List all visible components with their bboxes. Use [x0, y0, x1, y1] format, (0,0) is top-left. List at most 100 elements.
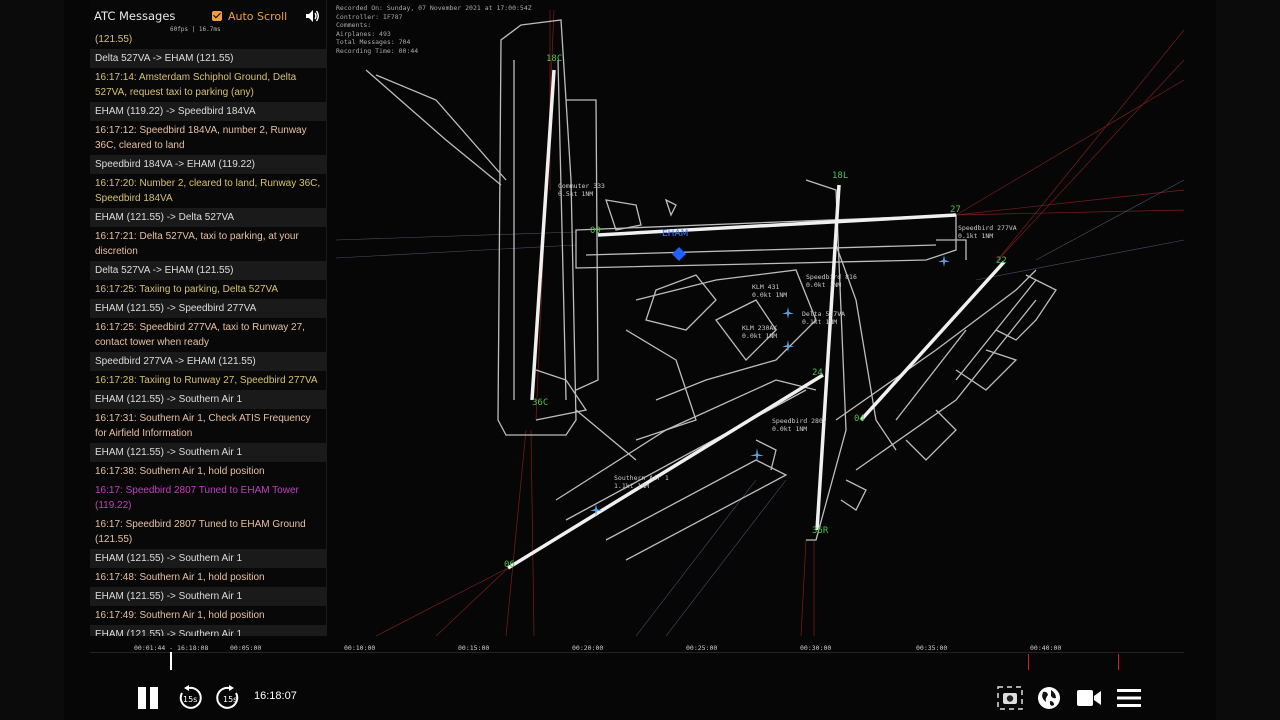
message-text: 16:17:14: Amsterdam Schiphol Ground, Del… — [95, 72, 297, 98]
runway-label-27: 27 — [950, 205, 961, 215]
timeline-tick: 00:15:00 — [458, 644, 490, 652]
runways — [507, 69, 1006, 570]
fps-counter: 60fps | 16.7ms — [170, 26, 221, 33]
airport-marker-icon[interactable] — [672, 247, 686, 261]
pause-icon[interactable] — [136, 686, 162, 710]
runway-label-09: 09 — [590, 226, 601, 236]
message-text: 16:17:31: Southern Air 1, Check ATIS Fre… — [95, 413, 311, 439]
playhead-handle[interactable] — [170, 652, 172, 670]
menu-icon[interactable] — [1116, 688, 1142, 708]
aircraft-label[interactable]: Delta 527VA 0.1kt 1NM — [802, 310, 846, 326]
svg-text:15s: 15s — [223, 695, 237, 704]
message-text: 16:17:25: Taxiing to parking, Delta 527V… — [95, 284, 279, 295]
auto-scroll-label: Auto Scroll — [228, 9, 288, 23]
current-time: 16:18:07 — [254, 690, 297, 702]
message-text: 16:17: Speedbird 2807 Tuned to EHAM Grou… — [95, 519, 306, 545]
message-header: Speedbird 277VA -> EHAM (121.55) — [90, 352, 326, 371]
atc-messages-panel: ATC Messages Auto Scroll 60fps | 16.7ms … — [90, 0, 327, 636]
airplanes-count: Airplanes: 493 — [336, 29, 391, 38]
message-text: 16:17:49: Southern Air 1, hold position — [95, 610, 265, 621]
map-canvas — [336, 9, 1184, 636]
timeline-tick: 00:30:00 — [800, 644, 832, 652]
message-header: EHAM (121.55) -> Southern Air 1 — [90, 549, 326, 568]
message-text: 16:17:21: Delta 527VA, taxi to parking, … — [95, 231, 299, 257]
letterbox-left — [0, 0, 64, 720]
aircraft-label[interactable]: Commuter 333 0.5kt 1NM — [558, 182, 605, 198]
message-header: Delta 527VA -> EHAM (121.55) — [90, 49, 326, 68]
aircraft-icon[interactable] — [938, 255, 950, 267]
message-text: (121.55) — [95, 34, 133, 45]
controller: Controller: IF787 — [336, 12, 403, 21]
aircraft-label[interactable]: Speedbird 277VA 0.1kt 1NM — [958, 224, 1017, 240]
runway-label-36r: 36R — [812, 526, 829, 536]
approach-lines — [375, 9, 1184, 636]
runway-label-06: 06 — [504, 560, 515, 570]
airport-label: EHAM — [662, 229, 689, 239]
message-header: EHAM (121.55) -> Delta 527VA — [90, 208, 326, 227]
aircraft-label[interactable]: KLM 230AK 0.0kt 1NM — [742, 324, 778, 340]
skip-forward-15-icon[interactable]: 15s — [216, 685, 242, 711]
message-text: 16:17:12: Speedbird 184VA, number 2, Run… — [95, 125, 307, 151]
taxi-lines — [336, 179, 1184, 636]
message-text: 16:17:28: Taxiing to Runway 27, Speedbir… — [95, 375, 318, 386]
auto-scroll-toggle[interactable]: Auto Scroll — [212, 8, 287, 24]
timeline-marker[interactable] — [1118, 654, 1119, 670]
screenshot-icon[interactable] — [997, 686, 1023, 710]
taxiway-outlines — [365, 19, 1057, 561]
timeline-track[interactable] — [90, 652, 1184, 653]
recorded-on: Recorded On: Sunday, 07 November 2021 at… — [336, 4, 532, 12]
skip-back-15-icon[interactable]: 15s — [176, 685, 202, 711]
message-header: EHAM (121.55) -> Southern Air 1 — [90, 390, 326, 409]
message-header: EHAM (121.55) -> Southern Air 1 — [90, 625, 326, 636]
aircraft-icon[interactable] — [782, 340, 794, 352]
timeline-tick: 00:25:00 — [686, 644, 718, 652]
message-header: EHAM (121.55) -> Southern Air 1 — [90, 587, 326, 606]
auto-scroll-checkbox[interactable] — [212, 11, 222, 21]
aircraft-icon[interactable] — [750, 448, 764, 462]
message-header: Delta 527VA -> EHAM (121.55) — [90, 261, 326, 280]
playback-controls: 15s 15s 16:18:07 — [90, 676, 1184, 720]
timeline-tick: 00:40:00 — [1030, 644, 1062, 652]
message-text: 16:17:25: Speedbird 277VA, taxi to Runwa… — [95, 322, 305, 348]
timeline-tick: 00:01:44 - 16:18:08 — [134, 644, 209, 652]
letterbox-right — [1216, 0, 1280, 720]
comments: Comments: — [336, 21, 372, 29]
runway-label-18l: 18L — [832, 171, 849, 181]
timeline[interactable]: 00:01:44 - 16:18:08 00:05:00 00:10:00 00… — [90, 636, 1184, 676]
message-header: EHAM (121.55) -> Speedbird 277VA — [90, 299, 326, 318]
message-text: 16:17:38: Southern Air 1, hold position — [95, 466, 265, 477]
runway-label-04: 04 — [854, 414, 865, 424]
timeline-tick: 00:10:00 — [344, 644, 376, 652]
message-list[interactable]: (121.55) Delta 527VA -> EHAM (121.55) 16:1… — [90, 30, 326, 636]
aircraft-icon[interactable] — [590, 504, 602, 516]
timeline-tick: 00:20:00 — [572, 644, 604, 652]
aircraft-label[interactable]: Southern Air 1 1.1kt 1NM — [614, 474, 669, 490]
aircraft-label[interactable]: Speedbird 2807 0.0kt 1NM — [772, 417, 827, 433]
timeline-tick: 00:35:00 — [916, 644, 948, 652]
message-text: 16:17: Speedbird 2807 Tuned to EHAM Towe… — [95, 485, 299, 511]
recording-info: Recorded On: Sunday, 07 November 2021 at… — [336, 4, 532, 55]
timeline-marker[interactable] — [1028, 654, 1029, 670]
message-text: 16:17:48: Southern Air 1, hold position — [95, 572, 265, 583]
atc-title: ATC Messages — [94, 9, 176, 23]
recording-time: Recording Time: 00:44 — [336, 46, 419, 55]
runway-label-24: 24 — [812, 368, 823, 378]
atc-header: ATC Messages Auto Scroll 60fps | 16.7ms — [90, 0, 326, 33]
airport-map[interactable]: 18C 18L 36C 36R 09 27 22 04 06 24 EHAM C… — [336, 0, 1184, 636]
aircraft-icon[interactable] — [782, 307, 794, 319]
speaker-icon[interactable] — [304, 8, 320, 24]
svg-text:15s: 15s — [183, 695, 197, 704]
aircraft-label[interactable]: Speedbird 816 0.0kt 1NM — [806, 273, 857, 289]
runway-label-22: 22 — [996, 256, 1007, 266]
video-camera-icon[interactable] — [1076, 688, 1102, 708]
message-header: Speedbird 184VA -> EHAM (119.22) — [90, 155, 326, 174]
runway-label-18c: 18C — [546, 54, 563, 64]
timeline-tick: 00:05:00 — [230, 644, 262, 652]
globe-icon[interactable] — [1037, 686, 1061, 710]
message-header: EHAM (121.55) -> Southern Air 1 — [90, 443, 326, 462]
message-text: 16:17:20: Number 2, cleared to land, Run… — [95, 178, 321, 204]
message-header: EHAM (119.22) -> Speedbird 184VA — [90, 102, 326, 121]
runway-label-36c: 36C — [532, 398, 549, 408]
total-messages: Total Messages: 704 — [336, 38, 411, 46]
aircraft-label[interactable]: KLM 431 0.0kt 1NM — [752, 283, 788, 299]
